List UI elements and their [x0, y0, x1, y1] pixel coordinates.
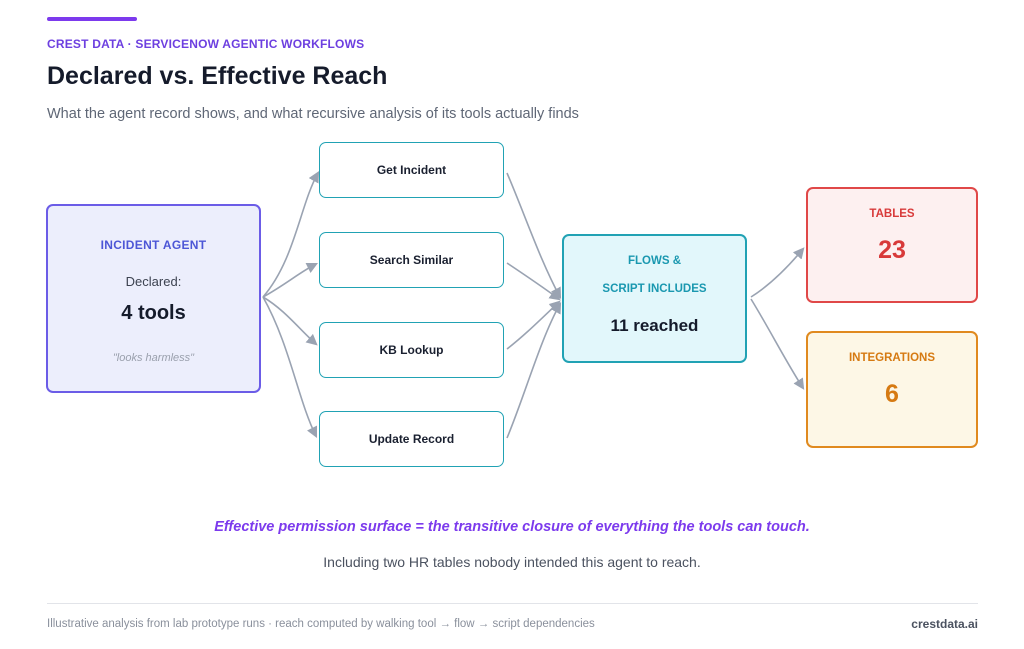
flows-reached-count: 11 reached: [610, 316, 699, 335]
arrow-agent-to-tool-4: [262, 296, 318, 439]
tool-update-record[interactable]: Update Record: [319, 411, 504, 467]
arrow-agent-to-tool-2: [262, 262, 319, 298]
tool-label: Search Similar: [369, 253, 454, 267]
footer-note: Illustrative analysis from lab prototype…: [47, 618, 595, 630]
declared-label: Declared:: [125, 274, 182, 289]
accent-bar: [47, 17, 137, 21]
page-subtitle: What the agent record shows, and what re…: [47, 106, 579, 122]
flows-label-line1: FLOWS &: [627, 255, 682, 267]
arrow-tool-3-to-flows: [506, 300, 561, 350]
arrow-tool-4-to-flows: [506, 302, 562, 439]
incident-agent-card[interactable]: INCIDENT AGENT Declared: 4 tools "looks …: [46, 204, 261, 393]
arrow-tool-1-to-flows: [506, 172, 562, 299]
tool-search-similar[interactable]: Search Similar: [319, 232, 504, 288]
page-title: Declared vs. Effective Reach: [47, 62, 388, 90]
tables-card[interactable]: TABLES 23: [806, 187, 978, 303]
tables-label: TABLES: [869, 208, 915, 220]
arrow-agent-to-tool-3: [262, 296, 318, 346]
footer-divider: [47, 603, 978, 604]
tool-label: Update Record: [368, 432, 455, 446]
integrations-card[interactable]: INTEGRATIONS 6: [806, 331, 978, 448]
summary-subline: Including two HR tables nobody intended …: [323, 554, 701, 570]
summary-headline: Effective permission surface = the trans…: [214, 519, 810, 535]
tables-count: 23: [878, 236, 906, 264]
integrations-count: 6: [885, 380, 899, 408]
integrations-label: INTEGRATIONS: [848, 352, 936, 364]
agent-title: INCIDENT AGENT: [100, 238, 207, 252]
arrow-flows-to-tables: [750, 247, 805, 298]
arrow-agent-to-tool-1: [262, 171, 320, 298]
agent-note: "looks harmless": [112, 352, 195, 364]
brand-link[interactable]: crestdata.ai: [911, 617, 978, 631]
eyebrow: CREST DATA · SERVICENOW AGENTIC WORKFLOW…: [47, 37, 365, 51]
declared-tool-count: 4 tools: [121, 302, 186, 324]
tool-label: KB Lookup: [379, 343, 444, 357]
tool-label: Get Incident: [376, 163, 447, 177]
flows-script-includes-card[interactable]: FLOWS & SCRIPT INCLUDES 11 reached: [562, 234, 747, 363]
tool-kb-lookup[interactable]: KB Lookup: [319, 322, 504, 378]
arrow-flows-to-integrations: [750, 298, 805, 390]
flows-label-line2: SCRIPT INCLUDES: [602, 283, 707, 295]
arrow-tool-2-to-flows: [506, 262, 561, 301]
tool-get-incident[interactable]: Get Incident: [319, 142, 504, 198]
